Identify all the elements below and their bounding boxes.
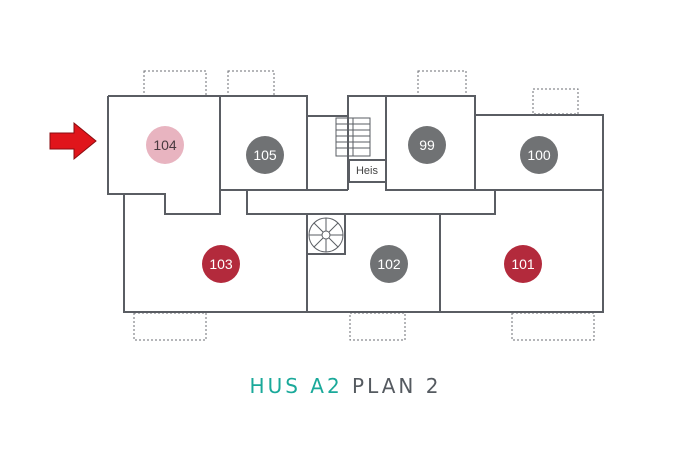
unit-marker-104[interactable] (146, 126, 184, 164)
unit-marker-102[interactable] (370, 245, 408, 283)
unit-label-102: 102 (377, 256, 401, 272)
building-name: HUS A2 (249, 374, 343, 398)
unit-marker-99[interactable] (408, 126, 446, 164)
unit-label-100: 100 (527, 147, 551, 163)
elevator-label: Heis (356, 165, 379, 177)
stair-straight (335, 117, 371, 157)
unit-label-103: 103 (209, 256, 233, 272)
unit-label-101: 101 (511, 256, 535, 272)
unit-103[interactable]: 103 (202, 245, 240, 283)
unit-label-105: 105 (253, 147, 277, 163)
unit-102[interactable]: 102 (370, 245, 408, 283)
unit-101[interactable]: 101 (504, 245, 542, 283)
floor-name: PLAN 2 (352, 374, 442, 398)
arrow-right-icon (49, 121, 97, 161)
unit-100[interactable]: 100 (520, 136, 558, 174)
unit-marker-100[interactable] (520, 136, 558, 174)
unit-marker-105[interactable] (246, 136, 284, 174)
balcony (349, 312, 406, 341)
balcony (133, 312, 207, 341)
balcony (511, 312, 595, 341)
unit-marker-103[interactable] (202, 245, 240, 283)
unit-label-104: 104 (153, 137, 177, 153)
stair-spiral (308, 217, 344, 253)
unit-104[interactable]: 104 (146, 126, 184, 164)
balconies (133, 70, 595, 341)
unit-105[interactable]: 105 (246, 136, 284, 174)
unit-marker-101[interactable] (504, 245, 542, 283)
unit-99[interactable]: 99 (408, 126, 446, 164)
balcony (227, 70, 275, 97)
balcony (417, 70, 467, 97)
unit-label-99: 99 (419, 137, 435, 153)
balcony (143, 70, 207, 97)
balcony (532, 88, 579, 115)
plan-title: HUS A2 PLAN 2 (0, 374, 691, 398)
walls (107, 95, 604, 313)
